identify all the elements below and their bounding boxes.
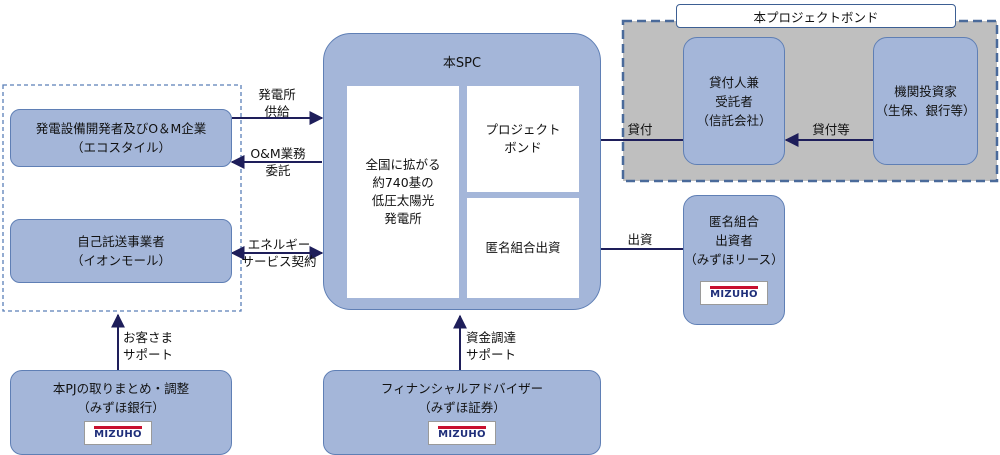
label-energy-2: サービス契約: [241, 254, 317, 269]
label-invest: 出資: [627, 232, 653, 247]
mizuho-logo-bank: MIZUHO: [84, 421, 152, 445]
investors-line-2: （生保、銀行等）: [875, 103, 976, 118]
label-funding: 資金調達 サポート: [466, 329, 526, 363]
developer-line-2: （エコスタイル）: [70, 140, 171, 155]
plants-line-4: 発電所: [384, 211, 422, 226]
spc-equity: 匿名組合出資: [467, 198, 579, 298]
spc-plants: 全国に拡がる 約740基の 低圧太陽光 発電所: [347, 86, 459, 298]
advisor-line-1: フィナンシャルアドバイザー: [380, 381, 544, 396]
investors-line-1: 機関投資家: [894, 84, 957, 99]
wheeling-line-1: 自己託送事業者: [77, 234, 165, 249]
plants-line-3: 低圧太陽光: [371, 193, 435, 208]
spc-bond-line-1: プロジェクト: [485, 122, 561, 137]
label-loan-etc: 貸付等: [812, 122, 850, 137]
spc-bond-line-2: ボンド: [504, 140, 542, 155]
mizuho-logo-text: MIZUHO: [94, 426, 142, 440]
bond-area-title-text: 本プロジェクトボンド: [753, 9, 879, 25]
label-loan: 貸付: [627, 122, 653, 137]
wheeling-box: 自己託送事業者 （イオンモール）: [10, 219, 232, 283]
left-group-frame: [2, 84, 242, 312]
spc-equity-label: 匿名組合出資: [485, 240, 561, 255]
mizuho-logo-text: MIZUHO: [710, 286, 758, 300]
mizuho-logo-securities: MIZUHO: [428, 421, 496, 445]
developer-line-1: 発電設備開発者及びO＆M企業: [35, 121, 207, 136]
label-energy: エネルギー サービス契約: [238, 236, 320, 270]
developer-box: 発電設備開発者及びO＆M企業 （エコスタイル）: [10, 109, 232, 167]
label-supply-1: 発電所: [258, 87, 296, 102]
label-customer: お客さま サポート: [123, 329, 181, 363]
mizuho-logo-text: MIZUHO: [438, 426, 486, 440]
plants-line-1: 全国に拡がる: [365, 157, 441, 172]
label-om-1: O&M業務: [250, 146, 306, 161]
advisor-line-2: （みずほ証券）: [418, 400, 506, 415]
trustee-line-3: （信託会社）: [696, 112, 772, 128]
wheeling-line-2: （イオンモール）: [70, 253, 171, 268]
anon-investor-line-2: 出資者: [715, 233, 753, 248]
mizuho-logo-leasing: MIZUHO: [700, 281, 768, 305]
spc-title: 本SPC: [442, 56, 482, 71]
label-customer-1: お客さま: [123, 330, 174, 345]
bond-area-title: 本プロジェクトボンド: [676, 4, 956, 28]
label-om-2: 委託: [265, 163, 291, 178]
label-funding-1: 資金調達: [466, 330, 517, 345]
label-supply: 発電所 供給: [245, 86, 309, 120]
trustee-box: 貸付人兼 受託者 （信託会社）: [683, 37, 785, 165]
trustee-line-2: 受託者: [715, 93, 753, 109]
label-energy-1: エネルギー: [247, 237, 311, 252]
arranger-line-1: 本PJの取りまとめ・調整: [52, 381, 190, 396]
label-funding-2: サポート: [466, 347, 517, 362]
label-supply-2: 供給: [264, 104, 290, 119]
spc-bond: プロジェクト ボンド: [467, 86, 579, 192]
anon-investor-line-3: （みずほリース）: [684, 252, 784, 267]
anon-investor-line-1: 匿名組合: [708, 214, 759, 229]
label-om: O&M業務 委託: [240, 145, 316, 179]
anon-investor-box: 匿名組合 出資者 （みずほリース）: [683, 195, 785, 325]
arranger-line-2: （みずほ銀行）: [77, 400, 165, 415]
plants-line-2: 約740基の: [372, 175, 434, 190]
trustee-line-1: 貸付人兼: [708, 74, 759, 90]
label-customer-2: サポート: [123, 347, 174, 362]
investors-box: 機関投資家 （生保、銀行等）: [873, 37, 978, 165]
